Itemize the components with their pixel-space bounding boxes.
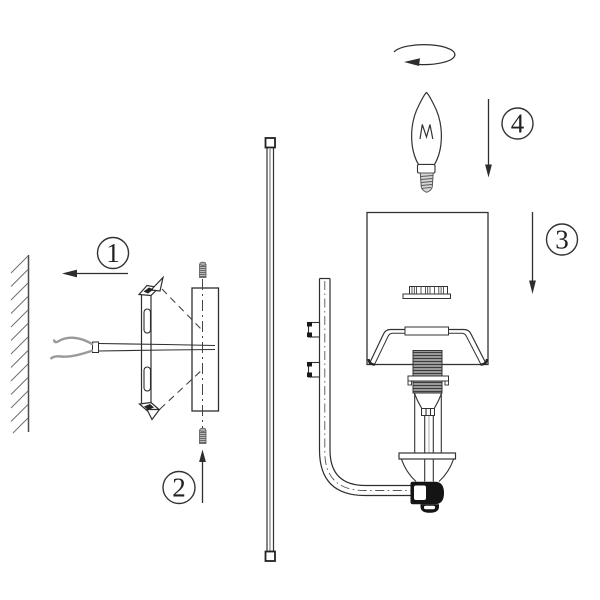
wall-hatching [10,255,30,434]
wire-strand-top [53,336,94,346]
wall-arm [307,277,413,497]
bracket-slot-bottom [143,366,152,392]
arrow-down-icon [485,99,492,178]
step-3-number: 3 [555,225,569,255]
wire-leads [49,336,216,360]
shade-frame [367,326,489,366]
wire-clamp [92,341,99,353]
shade-crossbar [404,326,449,336]
step-3: 3 [529,212,579,294]
wire-strand-bottom [49,349,94,360]
bulb-neck [416,163,436,174]
socket-coupler [410,481,444,513]
arrow-down-icon [529,212,536,294]
rotate-screw-bulb-icon [393,44,456,66]
step-1-number: 1 [106,238,120,268]
step-4: 4 [485,99,534,178]
step-2-number: 2 [172,473,186,503]
projection-line-top [161,288,204,332]
light-bulb [411,91,442,193]
arm-center-line [324,281,413,491]
projection-line-bottom [159,368,204,410]
step-4-number: 4 [511,109,525,139]
step-3-badge [545,223,579,256]
candle-sleeve [413,393,443,453]
rod-bottom-cap [264,550,276,562]
bracket-slot-top [143,308,152,334]
rod-top-cap [264,137,276,149]
arrow-up-icon [199,449,206,503]
step-4-badge [501,107,534,140]
arm-mounting-tab-bottom [307,361,321,378]
arm-mounting-tab-top [307,321,321,338]
step-1-badge [96,236,130,270]
screw-top [199,261,207,278]
lamp-shade [366,211,489,366]
base-disc [398,452,457,460]
step-2-badge [162,470,196,505]
shade-socket-ring [402,286,451,299]
support-rod [264,137,276,562]
step-2: 2 [162,449,206,505]
step-1: 1 [62,236,130,278]
bulb-glass [411,91,442,166]
socket-threads [412,350,443,394]
mounting-plate [159,279,220,428]
base-bell [400,459,455,482]
shade-flange [407,375,449,386]
mounting-bracket [137,275,165,421]
bulb-filament [419,124,434,140]
lamp-column [398,350,457,513]
screw-bottom [199,427,207,444]
arrow-left-icon [62,269,128,278]
